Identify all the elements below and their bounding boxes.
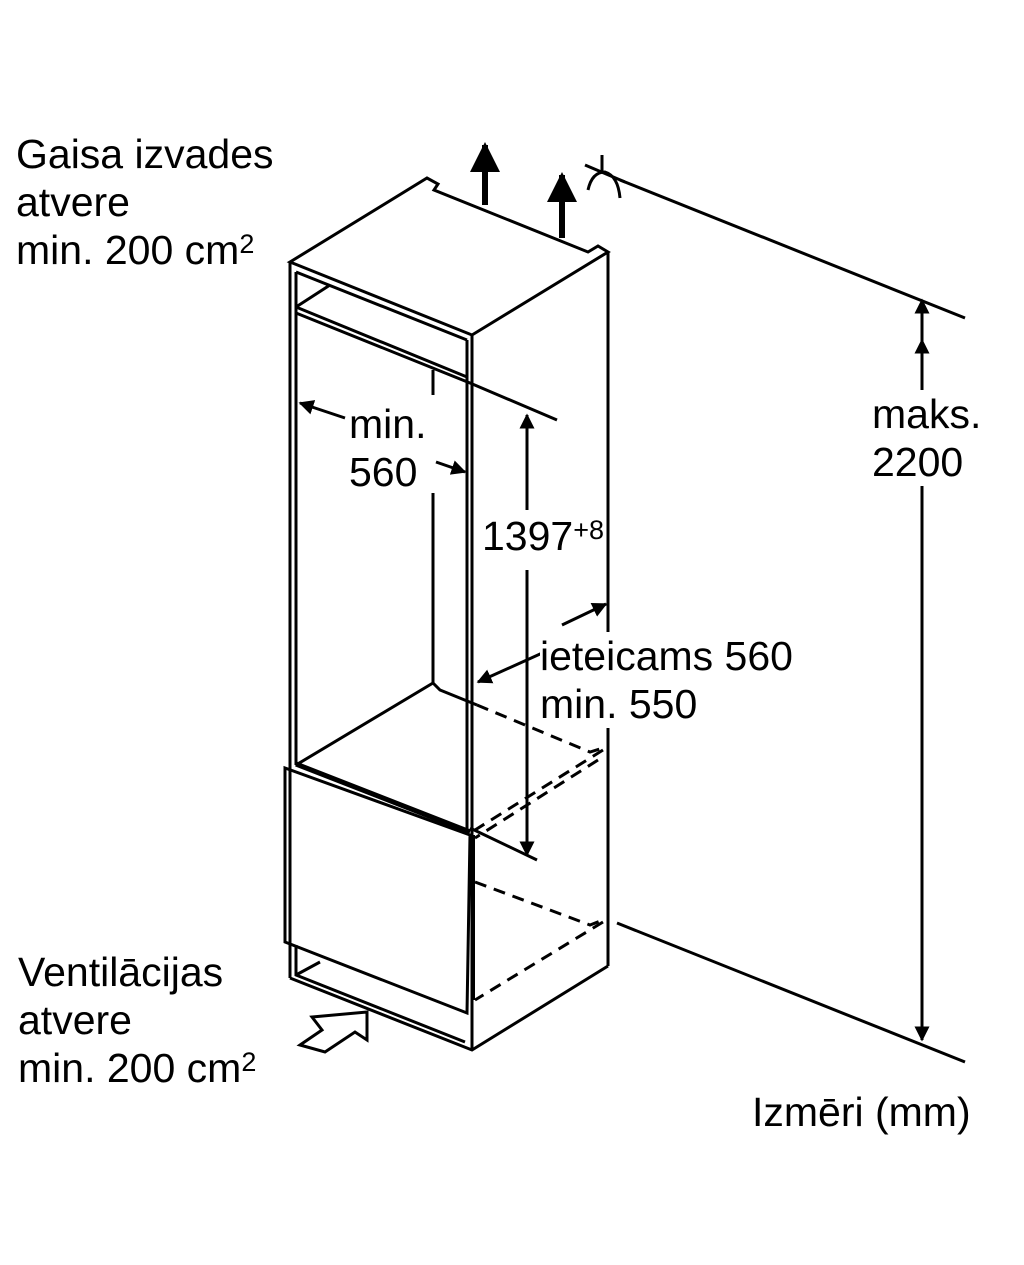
max-height-line1: maks. [872,391,982,437]
air-outlet-line3: min. 200 cm2 [16,226,274,274]
air-outlet-area: min. 200 cm [16,227,240,273]
niche-width-value: 560 [349,449,418,495]
ventilation-label: Ventilācijas atvere min. 200 cm2 [18,948,256,1092]
niche-height-value: 1397 [482,513,574,559]
max-height-value: 2200 [872,439,964,485]
max-height-label: maks. 2200 [872,390,982,486]
niche-height-label: 1397+8 [482,512,605,560]
niche-width-line1: min. [349,401,427,447]
air-outlet-label: Gaisa izvades atvere min. 200 cm2 [16,130,274,274]
superscript: 2 [239,229,255,259]
depth-recommended: ieteicams 560 [540,633,793,679]
depth-minimum: min. 550 [540,681,698,727]
air-inlet-arrow-icon [296,1010,369,1054]
ventilation-line3: min. 200 cm2 [18,1044,256,1092]
ventilation-area: min. 200 cm [18,1045,242,1091]
tilt-symbol-icon [584,155,626,199]
niche-width-label: min. 560 [349,400,426,496]
niche-height-tolerance: +8 [573,515,605,545]
ventilation-line2: atvere [18,997,132,1043]
depth-label: ieteicams 560 min. 550 [540,632,793,728]
superscript: 2 [241,1047,257,1077]
ventilation-line1: Ventilācijas [18,949,224,995]
cabinet-outline [283,176,611,1052]
units-label: Izmēri (mm) [752,1089,971,1135]
air-outlet-line1: Gaisa izvades [16,131,274,177]
air-outlet-line2: atvere [16,179,130,225]
